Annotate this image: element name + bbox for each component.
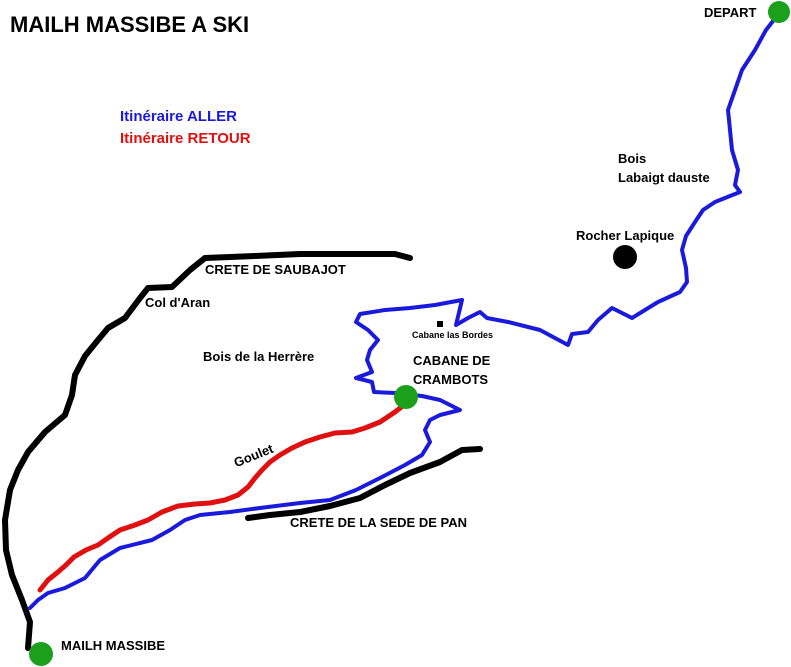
label-mailh-massibe: MAILH MASSIBE — [61, 638, 165, 653]
rocher-lapique-marker — [613, 245, 637, 269]
ridge-crete-de-la-sede-de-pan — [245, 446, 483, 521]
label-bois-de-la-herrere: Bois de la Herrère — [203, 349, 315, 364]
waypoint-mailh-massibe — [29, 642, 53, 666]
route-retour — [37, 402, 407, 593]
label-depart: DEPART — [704, 5, 757, 20]
cabane-las-bordes-marker — [437, 321, 443, 327]
legend-retour: Itinéraire RETOUR — [120, 130, 251, 147]
route-aller — [28, 10, 782, 610]
label-crete-de-saubajot: CRETE DE SAUBAJOT — [205, 262, 346, 277]
label-col-d-aran: Col d'Aran — [145, 295, 211, 310]
label-rocher-lapique: Rocher Lapique — [576, 228, 675, 243]
ridge-crete-de-saubajot — [2, 251, 413, 651]
label-bois-labaigt-dauste: Bois Labaigt dauste — [618, 151, 710, 185]
label-cabane-las-bordes: Cabane las Bordes — [412, 330, 494, 340]
waypoint-depart — [768, 1, 790, 23]
label-cabane-de-crambots: CABANE DE CRAMBOTS — [413, 353, 491, 387]
map-title: MAILH MASSIBE A SKI — [10, 12, 250, 37]
waypoint-cabane-de-crambots — [394, 385, 418, 409]
legend-aller: Itinéraire ALLER — [120, 108, 237, 125]
label-crete-de-la-sede-de-pan: CRETE DE LA SEDE DE PAN — [290, 515, 467, 530]
